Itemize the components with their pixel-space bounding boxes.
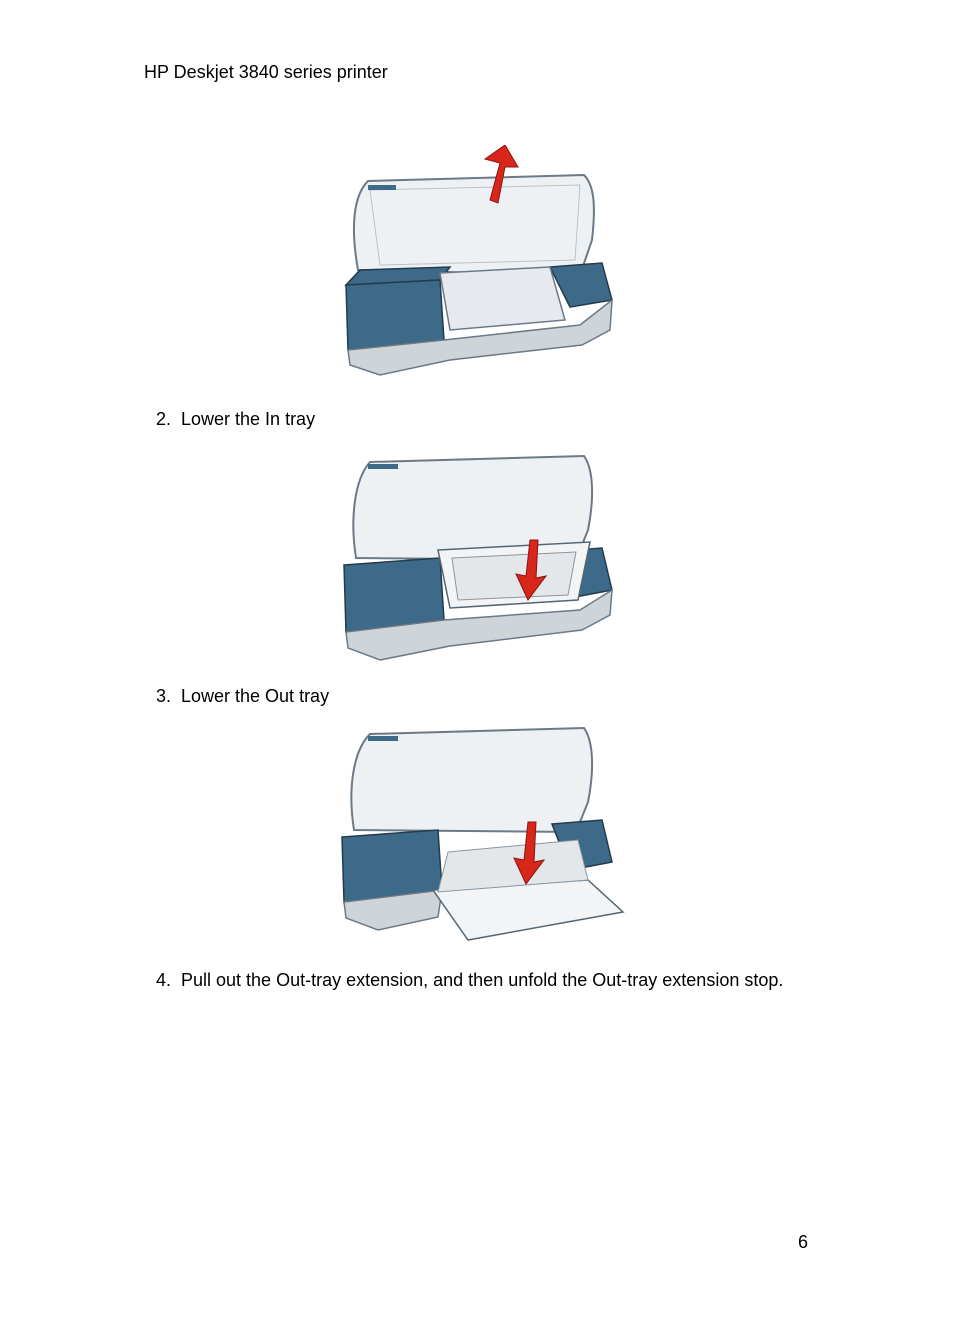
- printer-body: [344, 262, 613, 376]
- arrow-up-icon: [483, 145, 519, 204]
- step-text: Lower the In tray: [181, 409, 316, 429]
- step-3: 3. Lower the Out tray: [156, 686, 329, 707]
- printer-cover-open-illustration: [344, 145, 613, 376]
- step-2: 2. Lower the In tray: [156, 409, 315, 430]
- printer-lid: [352, 454, 594, 562]
- document-header: HP Deskjet 3840 series printer: [144, 62, 388, 82]
- printer-in-tray-lowered-illustration: [343, 454, 613, 661]
- printer-out-tray-lowered-illustration: [341, 726, 625, 941]
- step-number: 4.: [156, 970, 172, 990]
- step-number: 3.: [156, 686, 172, 706]
- step-text: Lower the Out tray: [181, 686, 330, 706]
- printer-lid: [352, 173, 595, 277]
- step-4: 4. Pull out the Out-tray extension, and t…: [156, 970, 783, 991]
- out-tray: [431, 839, 625, 941]
- step-number: 2.: [156, 409, 172, 429]
- arrow-down-icon: [515, 539, 548, 601]
- arrow-down-icon: [513, 821, 546, 885]
- printer-lid: [350, 726, 594, 834]
- step-text: Pull out the Out-tray extension, and the…: [181, 970, 784, 990]
- in-tray: [437, 541, 591, 609]
- page-number: 6: [798, 1232, 809, 1252]
